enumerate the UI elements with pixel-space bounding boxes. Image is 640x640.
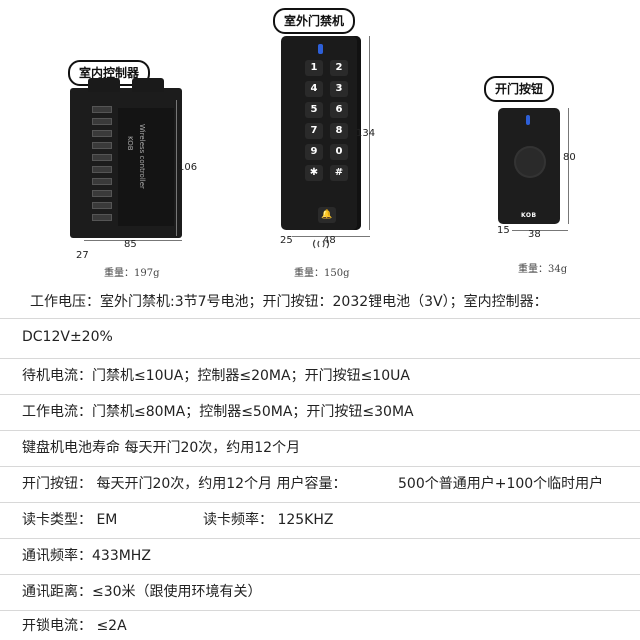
bell-icon: 🔔 [318, 207, 336, 223]
spec-text: 键盘机电池寿命 每天开门20次，约用12个月 [22, 440, 301, 456]
spec-text: 工作电流：门禁机≤80MA；控制器≤50MA；开门按钮≤30MA [22, 404, 414, 420]
keypad-key: 2 [330, 60, 348, 76]
keypad-title: 室外门禁机 [273, 8, 356, 34]
controller-weight: 重量：197g [104, 268, 160, 279]
keypad-key: 9 [305, 144, 323, 160]
keypad-weight: 重量：150g [294, 268, 350, 279]
spec-text: 开锁电流： ≤2A [22, 618, 127, 634]
keypad-key: # [330, 165, 348, 181]
controller-brand: KOB [126, 136, 134, 151]
spec-text: 待机电流：门禁机≤10UA；控制器≤20MA；开门按钮≤10UA [22, 368, 410, 384]
keypad-key: 0 [330, 144, 348, 160]
controller-height-label: 106 [178, 162, 198, 173]
spec-row: 工作电流：门禁机≤80MA；控制器≤50MA；开门按钮≤30MA [0, 394, 640, 431]
spec-text: DC12V±20% [22, 329, 113, 345]
exit-button-width-label: 38 [528, 229, 541, 240]
keypad-led [318, 44, 323, 54]
spec-row: 工作电压：室外门禁机:3节7号电池；开门按钮：2032锂电池（3V）；室内控制器… [0, 286, 640, 319]
spec-row: 读卡类型： EM 读卡频率： 125KHZ [0, 502, 640, 539]
keypad-key: 7 [305, 123, 323, 139]
exit-button-title: 开门按钮 [484, 76, 555, 102]
spec-text: 读卡类型： EM [22, 512, 118, 528]
keypad-key: 6 [330, 102, 348, 118]
keypad-key: ✱ [305, 165, 323, 181]
exit-button-height-label: 80 [563, 152, 576, 163]
keypad-key: 1 [305, 60, 323, 76]
spec-row: 开门按钮： 每天开门20次，约用12个月 用户容量： 500个普通用户+100个… [0, 466, 640, 503]
controller-body-text: Wireless controller [138, 124, 146, 189]
spec-list: 工作电压：室外门禁机:3节7号电池；开门按钮：2032锂电池（3V）；室内控制器… [0, 282, 640, 640]
keypad-brand: KOB [316, 254, 332, 261]
spec-text-secondary: 读卡频率： 125KHZ [203, 512, 334, 528]
spec-text: 开门按钮： 每天开门20次，约用12个月 用户容量： [22, 476, 347, 492]
keypad-key: 4 [305, 81, 323, 97]
spec-row: 通讯频率：433MHZ [0, 538, 640, 575]
spec-text: 工作电压：室外门禁机:3节7号电池；开门按钮：2032锂电池（3V）；室内控制器… [30, 294, 548, 310]
spec-row: 通讯距离：≤30米（跟使用环境有关） [0, 574, 640, 611]
keypad-key: 5 [305, 102, 323, 118]
exit-button-brand: KOB [521, 212, 537, 219]
keypad-depth-label: 25 [280, 235, 293, 246]
exit-button-depth-label: 15 [497, 225, 510, 236]
controller-depth-label: 27 [76, 250, 89, 261]
exit-button-led [526, 115, 530, 125]
controller-width-label: 85 [124, 239, 137, 250]
spec-row: DC12V±20% [0, 318, 640, 359]
keypad-key: 8 [330, 123, 348, 139]
keypad-height-label: 134 [356, 128, 376, 139]
rfid-icon [312, 239, 330, 249]
spec-row: 键盘机电池寿命 每天开门20次，约用12个月 [0, 430, 640, 467]
spec-text: 通讯频率：433MHZ [22, 548, 151, 564]
exit-button-weight: 重量：34g [518, 264, 568, 275]
spec-text-secondary: 500个普通用户+100个临时用户 [398, 476, 604, 492]
spec-row: 开锁电流： ≤2A [0, 610, 640, 640]
controller-image: KOB Wireless controller [70, 78, 182, 238]
product-illustration: 室内控制器 KOB Wireless controller 106 85 27 … [0, 0, 640, 282]
exit-button-image: KOB [498, 108, 560, 224]
spec-row: 待机电流：门禁机≤10UA；控制器≤20MA；开门按钮≤10UA [0, 358, 640, 395]
keypad-key: 3 [330, 81, 348, 97]
keypad-width-label: 48 [323, 235, 336, 246]
push-button-icon [514, 146, 546, 178]
spec-text: 通讯距离：≤30米（跟使用环境有关） [22, 584, 262, 600]
